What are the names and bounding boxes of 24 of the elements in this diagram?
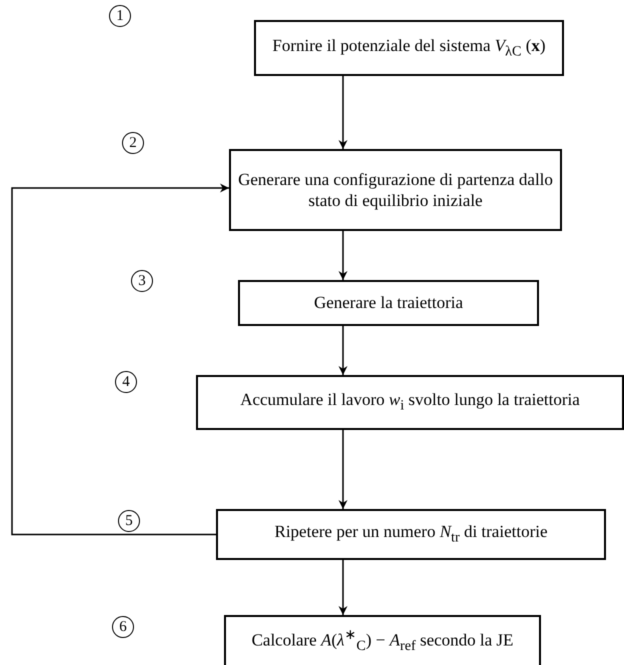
step-text: Accumulare il lavoro w$_{i}$ svolto lungo la traiettoria [240,389,580,416]
arrow [338,430,348,509]
process-box [224,615,541,665]
arrow [338,231,348,280]
step-number: 3 [131,270,153,292]
arrow [11,184,229,536]
step-text: Calcolare A(λ$^{∗}$$_{C}$) − A$_{ref}$ secondo la JE [252,626,514,656]
step-text: Fornire il potenziale del sistema V$_{λC}$ (x) [272,34,546,62]
process-box [216,509,606,560]
step-text: Generare una configurazione di partenza dallo stato di equilibrio iniziale [237,168,554,212]
arrow [338,326,348,375]
arrow [338,560,348,615]
step-number: 5 [118,510,140,532]
step-number: 1 [109,5,131,27]
process-box [238,280,539,326]
process-box [254,20,564,76]
step-number: 4 [115,371,137,393]
step-number: 2 [122,132,144,154]
arrow [338,76,348,149]
step-text: Ripetere per un numero N$_{tr}$ di traiettorie [274,521,548,548]
process-box [229,149,562,231]
step-number: 6 [112,616,134,638]
process-box [196,375,624,430]
step-text: Generare la traiettoria [314,292,464,314]
